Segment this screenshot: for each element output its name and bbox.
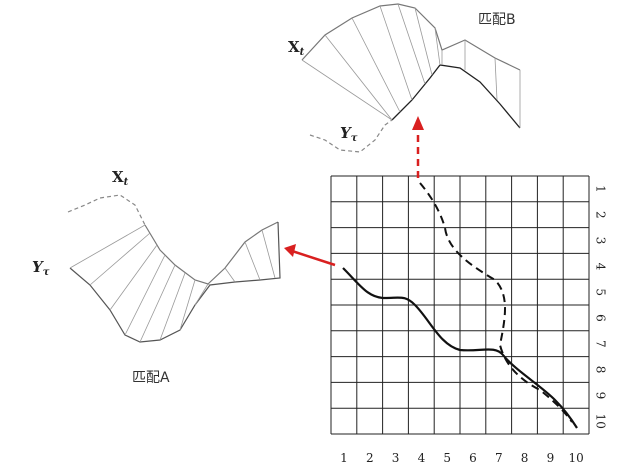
- y-tick-label: 6: [594, 314, 608, 322]
- match-b-links: [301, 3, 521, 128]
- match-a-y-label: Yτ: [32, 258, 50, 278]
- match-a-x-label: Xt: [112, 168, 129, 188]
- y-tick-label: 2: [594, 211, 608, 219]
- x-tick-label: 4: [418, 451, 426, 465]
- y-tick-label: 5: [594, 288, 608, 296]
- warping-path-solid: [342, 267, 578, 429]
- y-tick-label: 9: [594, 392, 608, 400]
- cost-matrix-grid: [330, 175, 590, 435]
- match-b-y-dashed-tail: [309, 119, 393, 153]
- y-tick-label: 3: [594, 237, 608, 245]
- y-tick-label: 4: [594, 263, 608, 271]
- match-b-group: Xt Yτ 匹配B: [288, 3, 521, 153]
- x-tick-label: 7: [495, 451, 503, 465]
- arrow-to-match-a: [284, 244, 336, 267]
- x-tick-label: 3: [392, 451, 400, 465]
- x-tick-label: 10: [569, 451, 584, 465]
- y-tick-label: 1: [594, 185, 608, 193]
- warping-path-dashed: [419, 182, 573, 423]
- match-a-x-dashed: [67, 194, 146, 226]
- arrow-to-match-b: [412, 116, 424, 178]
- x-tick-label: 1: [340, 451, 348, 465]
- match-a-title: 匹配A: [132, 370, 170, 386]
- grid-x-ticks: 1 2 3 4 5 6 7 8 9 10: [340, 451, 584, 465]
- x-tick-label: 8: [521, 451, 529, 465]
- x-tick-label: 9: [547, 451, 555, 465]
- match-b-title: 匹配B: [478, 12, 516, 28]
- x-tick-label: 6: [469, 451, 477, 465]
- match-b-x-label: Xt: [288, 38, 305, 58]
- match-b-y-label: Yτ: [340, 124, 358, 144]
- match-a-links: [69, 224, 276, 343]
- grid-y-ticks: 1 2 3 4 5 6 7 8 9 10: [594, 185, 608, 429]
- x-tick-label: 5: [443, 451, 451, 465]
- y-tick-label: 7: [594, 340, 608, 348]
- match-b-y-curve: [391, 64, 521, 129]
- match-a-group: Xt Yτ 匹配A: [32, 168, 281, 386]
- y-tick-label: 8: [594, 366, 608, 374]
- x-tick-label: 2: [366, 451, 374, 465]
- y-tick-label: 10: [594, 414, 608, 429]
